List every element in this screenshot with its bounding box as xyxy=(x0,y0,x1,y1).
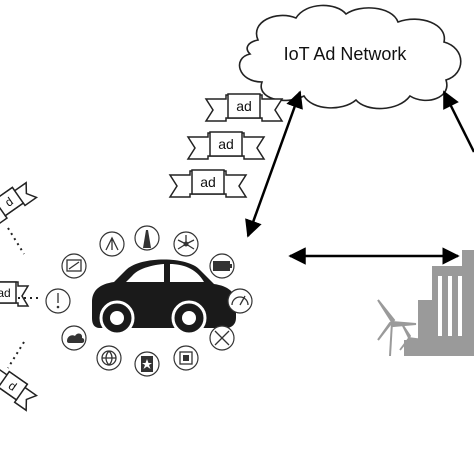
arrow-car-network xyxy=(245,90,303,238)
battery-icon xyxy=(209,253,235,279)
screen-icon xyxy=(61,253,87,279)
warning-icon xyxy=(45,288,71,314)
star-badge-icon xyxy=(134,351,160,377)
web-icon xyxy=(96,345,122,371)
left-ad-ribbon-bottom: d xyxy=(0,365,39,412)
arrow-network-city xyxy=(442,90,474,153)
ad-label-top: ad xyxy=(236,98,252,114)
ad-label-bottom: ad xyxy=(200,174,216,190)
gauge-icon xyxy=(227,288,253,314)
dotted-connector-bottom xyxy=(7,341,25,369)
tools-icon xyxy=(209,325,235,351)
left-ad-ribbon-top: d xyxy=(0,181,39,228)
ad-label-middle: ad xyxy=(218,136,234,152)
wind-turbine-large xyxy=(377,299,417,357)
left-ad-ribbon-middle: ad xyxy=(0,281,30,307)
connected-car xyxy=(92,259,236,336)
ad-ribbon-middle: ad xyxy=(186,131,266,160)
cpu-icon xyxy=(173,345,199,371)
weather-icon xyxy=(61,325,87,351)
road-icon xyxy=(134,225,160,251)
wind-turbine-small xyxy=(399,323,425,357)
network-label: IoT Ad Network xyxy=(284,44,408,64)
ad-network-cloud: IoT Ad Network xyxy=(238,4,462,110)
compass-icon xyxy=(99,231,125,257)
left-ad-label-middle: ad xyxy=(0,286,11,300)
dotted-connector-top xyxy=(7,227,25,255)
ad-ribbon-bottom: ad xyxy=(168,169,248,198)
network-icon xyxy=(173,231,199,257)
